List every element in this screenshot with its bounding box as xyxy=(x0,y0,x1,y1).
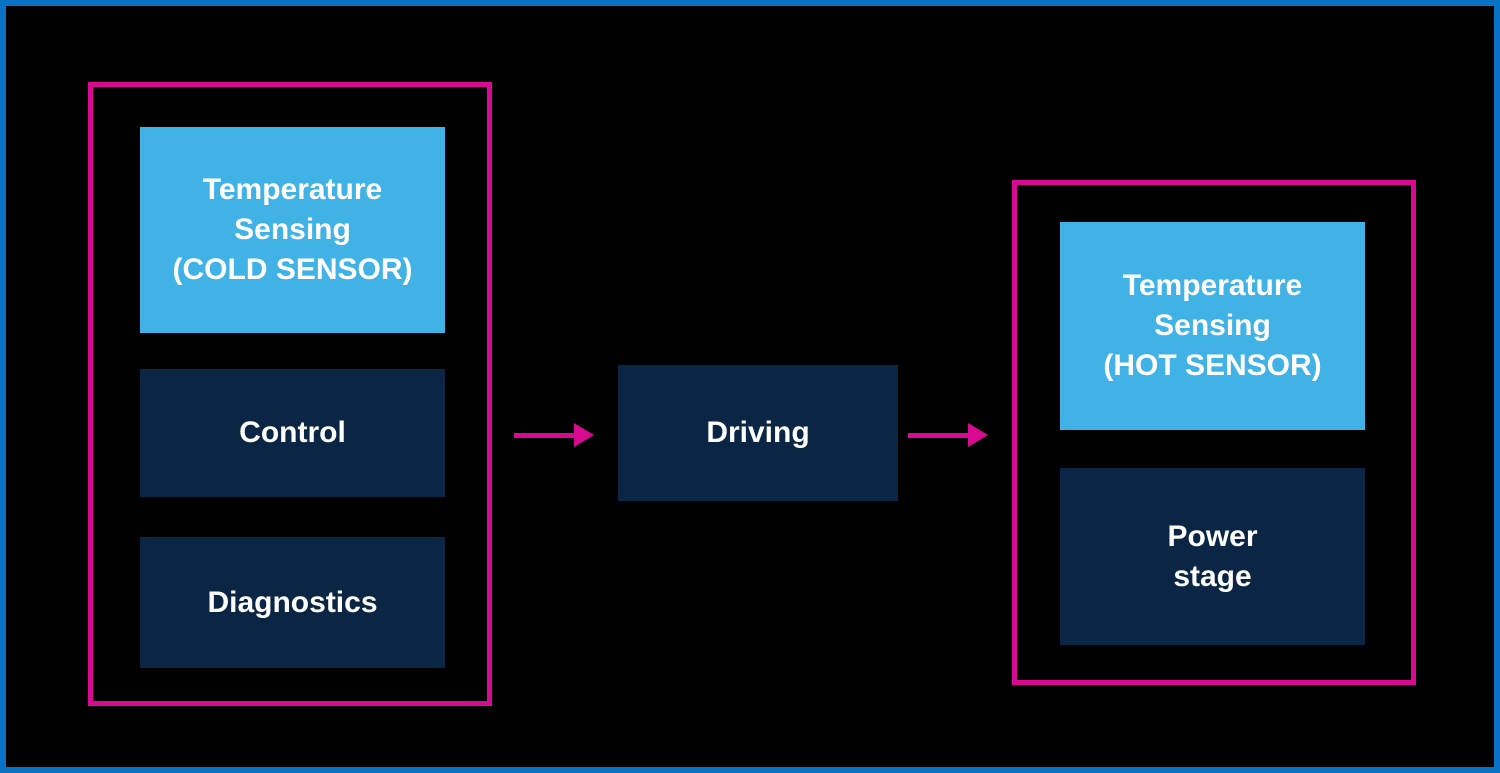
block-label: Power stage xyxy=(1167,519,1258,593)
cold-side-group-outline: Temperature Sensing (COLD SENSOR) Contro… xyxy=(88,82,492,706)
arrow-shaft xyxy=(908,432,968,438)
arrow-right-icon xyxy=(514,423,594,447)
block-label: Diagnostics xyxy=(207,585,378,619)
block-power-stage: Power stage xyxy=(1060,468,1365,645)
block-label: Control xyxy=(239,416,346,449)
arrow-shaft xyxy=(514,432,574,438)
block-diagnostics: Diagnostics xyxy=(140,537,445,668)
arrow-head xyxy=(574,423,594,447)
block-driving: Driving xyxy=(618,365,898,501)
block-label: Driving xyxy=(706,416,810,449)
arrow-head xyxy=(968,423,988,447)
arrow-right-icon xyxy=(908,423,988,447)
block-label: Temperature Sensing (COLD SENSOR) xyxy=(172,173,413,286)
block-temperature-sensing-hot: Temperature Sensing (HOT SENSOR) xyxy=(1060,222,1365,430)
block-temperature-sensing-cold: Temperature Sensing (COLD SENSOR) xyxy=(140,127,445,333)
block-control: Control xyxy=(140,369,445,497)
hot-side-group-outline: Temperature Sensing (HOT SENSOR) Power s… xyxy=(1012,180,1416,685)
block-label: Temperature Sensing (HOT SENSOR) xyxy=(1103,269,1322,382)
